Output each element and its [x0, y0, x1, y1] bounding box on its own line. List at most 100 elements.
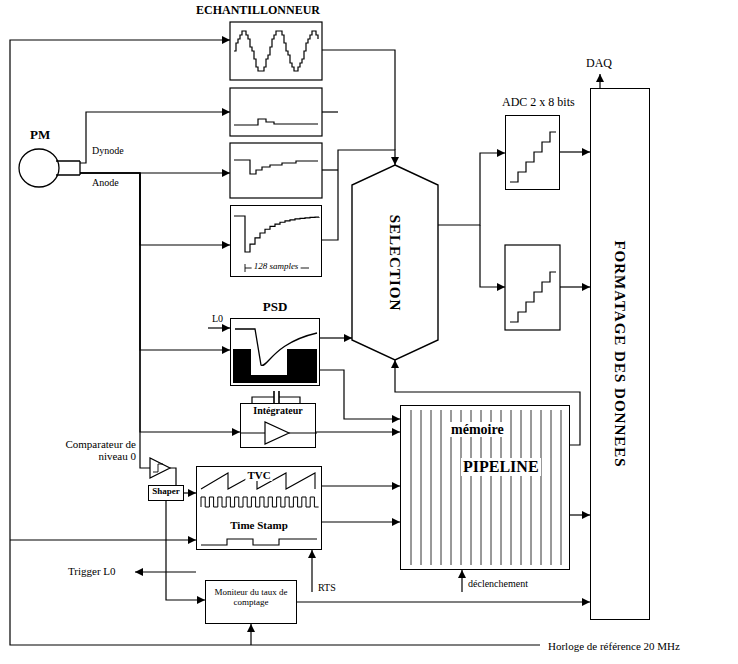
trigger-wire: [461, 570, 462, 592]
node-text: ADC 2 x 8 bits: [502, 96, 575, 109]
selection-hexagon: SELECTION: [352, 165, 438, 360]
connector: [322, 485, 400, 486]
waveform: [234, 31, 318, 71]
signal-label: Comparateur de niveau 0: [48, 438, 136, 462]
drawing-part: [411, 410, 412, 565]
drawing-part: [235, 329, 317, 365]
psd-box: PSD: [230, 318, 320, 386]
node-text: PIPELINE: [461, 458, 541, 476]
drawing-part: [431, 410, 432, 565]
static-wires: [10, 22, 600, 645]
wire: [480, 225, 505, 287]
daq-arrow: [599, 74, 600, 88]
wire: [322, 521, 400, 522]
sampler-box: [230, 88, 322, 136]
formatting-box: FORMATAGE DES DONNEES: [590, 88, 650, 620]
connector: [570, 514, 590, 515]
connector: [80, 173, 230, 350]
drawing-part: [561, 410, 562, 565]
drawing-part: [531, 410, 532, 565]
connector: [316, 431, 400, 432]
signal-label: DAQ: [586, 57, 612, 70]
signal-label: déclenchement: [468, 578, 528, 589]
connector: [80, 173, 240, 432]
sampler-box: [230, 22, 322, 80]
signal-label: Dynode: [92, 145, 124, 156]
adc-box: ADC 2 x 8 bits: [505, 115, 560, 190]
drawing-part: [251, 375, 287, 383]
shaper-box: Shaper: [148, 485, 184, 501]
clock-wire: [10, 539, 196, 540]
comparator-step: [153, 464, 163, 472]
clock-wire: [250, 624, 251, 645]
count-rate-monitor: Moniteur du taux de comptage: [205, 580, 297, 624]
node-shape: [18, 148, 80, 188]
signal-label: L0: [212, 313, 223, 324]
connector: [438, 153, 505, 225]
connector: [560, 151, 590, 152]
connector: [297, 601, 590, 602]
sampler-box: 128 samples: [230, 205, 322, 277]
signal-label: Trigger L0: [68, 565, 116, 577]
node-text: Time Stamp: [228, 519, 290, 531]
wire: [322, 111, 338, 112]
drawing-part: [233, 349, 251, 383]
drawing-part: [510, 132, 556, 182]
signal-label: ECHANTILLONNEUR: [196, 4, 320, 17]
dynode-wire: [80, 112, 230, 163]
drawing-part: [56, 161, 80, 175]
waveform: [234, 160, 318, 174]
connector: [320, 337, 352, 338]
node-text: Shaper: [152, 487, 180, 497]
drawing-part: [441, 410, 442, 565]
adc-staircase: [510, 272, 556, 322]
drawing-part: [421, 410, 422, 565]
photomultiplier: PM: [18, 148, 80, 188]
drawing-part: [201, 497, 319, 507]
node-shape: [506, 116, 561, 191]
waveform: [234, 119, 318, 125]
capacitor-symbol: [274, 391, 279, 403]
node-text: SELECTION: [387, 214, 404, 311]
drawing-part: [234, 216, 319, 252]
connector: [320, 370, 400, 419]
connector: [80, 173, 230, 245]
drawing-part: [201, 539, 317, 545]
drawing-part: [521, 410, 522, 565]
drawing-part: [19, 149, 59, 187]
node-text: mémoire: [449, 422, 506, 437]
node-text: PSD: [263, 300, 288, 314]
adc-box: [505, 245, 560, 330]
wire: [322, 50, 395, 150]
node-text: Moniteur du taux de comptage: [209, 588, 293, 608]
wire: [322, 169, 338, 170]
rts-wire: [311, 550, 312, 592]
signal-label: RTS: [318, 582, 336, 593]
wire: [560, 286, 590, 287]
waveform: [234, 31, 318, 71]
drawing-part: [352, 165, 438, 360]
drawing-part: [265, 422, 289, 444]
wire: [170, 468, 176, 485]
integrator-box: Intégrateur: [240, 403, 316, 448]
sampler-box: [230, 143, 322, 198]
node-text: 128 samples: [252, 262, 301, 272]
comparator-symbol: [150, 458, 170, 478]
drawing-part: [287, 349, 317, 383]
signal-label: Horloge de référence 20 MHz: [548, 640, 680, 652]
node-text: Intégrateur: [253, 405, 302, 416]
anode-bus: [140, 173, 150, 468]
node-text: PM: [30, 128, 50, 142]
drawing-part: [241, 432, 317, 433]
drawing-part: [541, 410, 542, 565]
connector: [184, 492, 196, 493]
signal-label: Anode: [92, 177, 119, 188]
pipeline-memory: mémoirePIPELINE: [400, 405, 570, 570]
node-text: TVC: [245, 469, 272, 481]
tvc-timestamp-box: TVC Time Stamp: [196, 466, 322, 550]
drawing-part: [551, 410, 552, 565]
l0-wire: [208, 327, 230, 328]
node-shape: [231, 319, 321, 387]
node-text: FORMATAGE DES DONNEES: [612, 240, 629, 467]
